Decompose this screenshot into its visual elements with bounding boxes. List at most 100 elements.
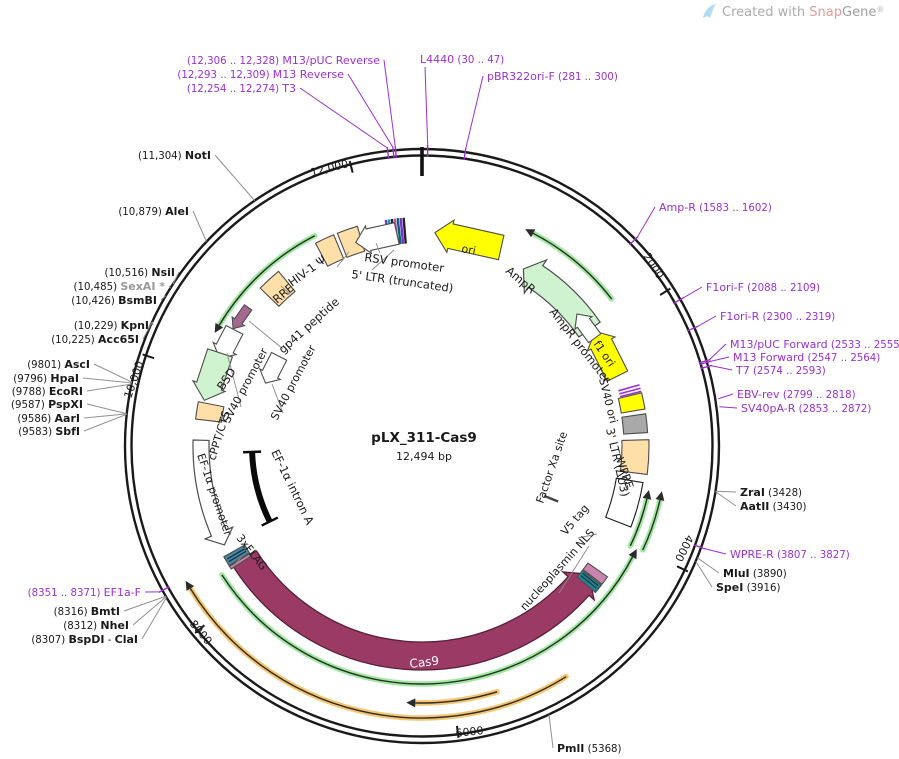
callout-leader-wpre-r: [703, 548, 727, 555]
feature-label-ef-1-intron-a[interactable]: EF-1α intron A: [268, 447, 317, 527]
callout-run: BmtI: [91, 605, 120, 618]
feature-leader-line: [336, 251, 350, 268]
feature-label-sv40-ori[interactable]: SV40 ori: [596, 377, 620, 425]
callout-ef1a-f[interactable]: (8351 .. 8371) EF1a-F: [28, 586, 141, 599]
orf-arc-ampr-arrowhead-icon: [525, 229, 536, 238]
primer-tick-8361: [158, 585, 170, 593]
feature-label-ori[interactable]: ori: [460, 242, 477, 257]
feature-sv40-promoter-arrow-2[interactable]: [255, 351, 289, 388]
callout-acc65i[interactable]: (10,225) Acc65I: [51, 333, 139, 346]
callout-run: (9586): [17, 414, 54, 425]
callout-bspdi-clai[interactable]: (8307) BspDI - ClaI: [31, 633, 138, 646]
callout-run: T7: [735, 364, 750, 377]
feature-ef1a-promoter-arrow[interactable]: [192, 439, 234, 546]
callout-sv40pa-r[interactable]: SV40pA-R (2853 .. 2872): [741, 402, 871, 415]
feature-sv40-promoter-arrow-1[interactable]: [208, 324, 246, 364]
feature-leader-line: [280, 285, 291, 295]
feature-bsd-arrow[interactable]: [188, 348, 236, 406]
feature-gp41-peptide-arrow[interactable]: [227, 303, 254, 333]
callout-leader-nhei: [132, 596, 167, 626]
callout-pspxi[interactable]: (9587) PspXI: [11, 398, 83, 411]
feature-ampr-promoter-arrow[interactable]: [568, 308, 603, 345]
orf-arc-cas9-line: [221, 556, 634, 685]
feature-label-factor-xa-site[interactable]: Factor Xa site: [534, 430, 571, 505]
callout-l4440[interactable]: L4440 (30 .. 47): [420, 53, 504, 66]
feature-rsv-promoter-arrow[interactable]: [353, 220, 400, 256]
primer-tick-12301: [392, 146, 395, 159]
callout-f1ori-r[interactable]: F1ori-R (2300 .. 2319): [720, 310, 835, 323]
callout-m13-reverse[interactable]: (12,293 .. 12,309) M13 Reverse: [177, 68, 344, 81]
feature-label-cas9[interactable]: Cas9: [409, 653, 440, 671]
callout-pmli[interactable]: PmlI (5368): [557, 742, 622, 755]
callout-run: (2799 .. 2818): [780, 390, 856, 401]
callout-run: EBV-rev: [737, 388, 780, 401]
callout-m13-puc-reverse[interactable]: (12,306 .. 12,328) M13/pUC Reverse: [187, 54, 380, 67]
callout-run: pBR322ori-F: [487, 70, 555, 83]
callout-run: WPRE-R: [730, 548, 774, 561]
feature-sv40-ori-box[interactable]: [617, 392, 646, 414]
callout-pbr322ori-f[interactable]: pBR322ori-F (281 .. 300): [487, 70, 618, 83]
callout-run: (12,306 .. 12,328): [187, 56, 282, 67]
tick-10000: [142, 353, 155, 360]
feature-leader-line: [232, 554, 244, 568]
callout-noti[interactable]: (11,304) NotI: [138, 149, 211, 162]
callout-leader-asci: [93, 363, 133, 383]
callout-zrai[interactable]: ZraI (3428): [740, 486, 802, 499]
feature-rre-box[interactable]: [259, 270, 296, 308]
callout-sexai[interactable]: (10,485) SexAI *: [73, 280, 165, 293]
feature-leader-line: [248, 320, 284, 350]
callout-leader-zrai: [715, 490, 737, 493]
feature-ori-arrow[interactable]: [431, 217, 505, 264]
callout-run: (2574 .. 2593): [750, 366, 826, 377]
feature-label-hiv-1-[interactable]: HIV-1 Ψ: [286, 253, 329, 290]
callout-ecori[interactable]: (9788) EcoRI: [12, 385, 83, 398]
callout-m13-puc-forward[interactable]: M13/pUC Forward (2533 .. 2555): [730, 338, 899, 351]
feature-cppt-cts-box[interactable]: [194, 401, 225, 423]
callout-kpni[interactable]: (10,229) KpnI: [74, 319, 149, 332]
callout-run: MluI: [723, 567, 750, 580]
callout-leader-nsii: [172, 271, 180, 285]
orf-arc-wpre-inner-arrowhead-icon: [642, 489, 652, 500]
callout-leader-t3: [299, 87, 388, 149]
callout-run: (3916): [743, 583, 780, 594]
callout-run: (9583): [18, 427, 55, 438]
callout-amp-r[interactable]: Amp-R (1583 .. 1602): [659, 201, 772, 214]
callout-leader-alei: [192, 210, 207, 242]
feature-ef1a-intron-a-arc[interactable]: [249, 451, 273, 523]
callout-nhei[interactable]: (8312) NheI: [63, 619, 129, 632]
feature-unlabeled-gray-box[interactable]: [621, 413, 649, 435]
callout-run: (8312): [63, 621, 100, 632]
callout-sbfi[interactable]: (9583) SbfI: [18, 425, 80, 438]
callout-aatii[interactable]: AatII (3430): [740, 500, 807, 513]
callout-leader-bsmbi: [160, 295, 167, 301]
callout-asci[interactable]: (9801) AscI: [27, 358, 90, 371]
callout-run: SV40pA-R: [741, 402, 796, 415]
feature-hiv1-psi-box-b[interactable]: [336, 225, 366, 259]
callout-hpai[interactable]: (9796) HpaI: [13, 372, 79, 385]
callout-run: (9587): [11, 400, 48, 411]
callout-spei[interactable]: SpeI (3916): [716, 581, 780, 594]
orf-arc-wpre-outer-line: [642, 499, 661, 551]
callout-t3[interactable]: (12,254 .. 12,274) T3: [187, 82, 296, 95]
callout-bmti[interactable]: (8316) BmtI: [54, 605, 120, 618]
callout-wpre-r[interactable]: WPRE-R (3807 .. 3827): [730, 548, 850, 561]
callout-nsii[interactable]: (10,516) NsiI: [105, 266, 175, 279]
feature-f1-ori-arrow[interactable]: [581, 324, 631, 383]
callout-run: (8351 .. 8371): [28, 588, 104, 599]
callout-aari[interactable]: (9586) AarI: [17, 412, 80, 425]
callout-f1ori-f[interactable]: F1ori-F (2088 .. 2109): [706, 281, 820, 294]
feature-wpre-box[interactable]: [604, 477, 644, 528]
callout-alei[interactable]: (10,879) AleI: [118, 205, 189, 218]
callout-bsmbi[interactable]: (10,426) BsmBI: [71, 294, 157, 307]
primer-tick-2310: [686, 325, 699, 332]
feature-3-ltr-du3-box[interactable]: [619, 439, 650, 476]
feature-v5-tag-box[interactable]: [582, 562, 609, 585]
tick-2000: [659, 287, 671, 296]
callout-leader-sbfi: [83, 413, 127, 432]
callout-mlui[interactable]: MluI (3890): [723, 567, 787, 580]
primer-tick-12264: [386, 146, 390, 160]
callout-ebv-rev[interactable]: EBV-rev (2799 .. 2818): [737, 388, 856, 401]
callout-t7[interactable]: T7 (2574 .. 2593): [735, 364, 826, 377]
callout-m13-forward[interactable]: M13 Forward (2547 .. 2564): [733, 351, 880, 364]
